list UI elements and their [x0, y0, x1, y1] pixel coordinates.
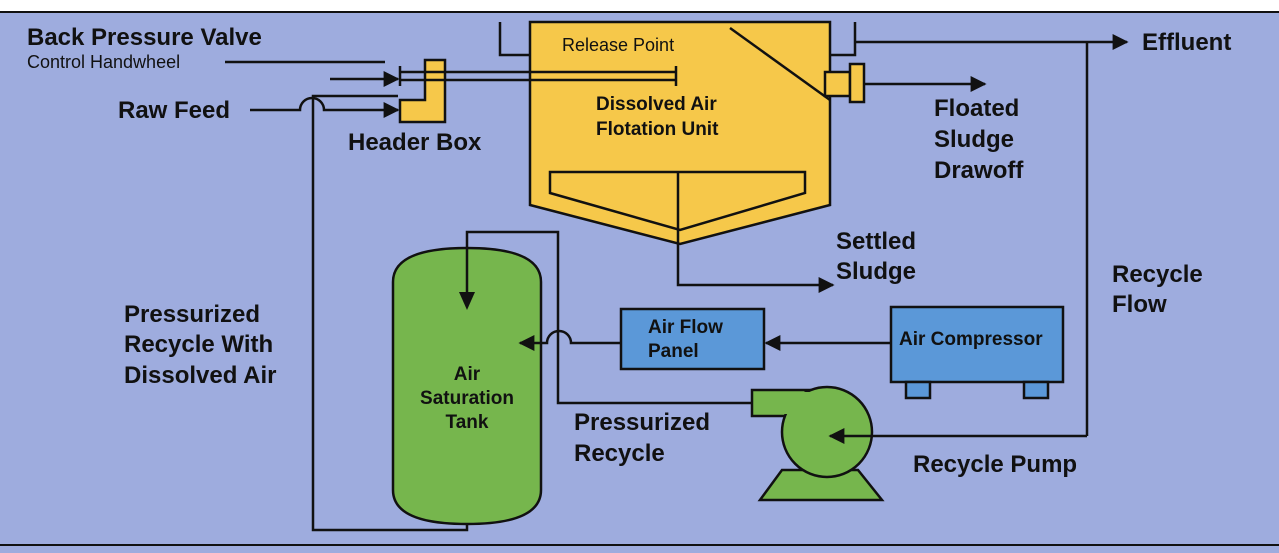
back-pressure-valve-label: Back Pressure Valve	[27, 24, 262, 51]
panel-to-tank-line	[518, 329, 621, 351]
pressurized-recycle-label-line1: Pressurized	[574, 409, 710, 436]
sludge-hopper	[548, 170, 807, 232]
daf-left-rim	[498, 22, 530, 57]
daf-label-line1: Dissolved Air	[596, 94, 717, 115]
floated-sludge-label-line3: Drawoff	[934, 157, 1024, 184]
ast-label-line2: Saturation	[420, 388, 514, 409]
settled-sludge-label-line1: Settled	[836, 228, 916, 255]
header-box-label: Header Box	[348, 129, 482, 156]
daf-right-rim	[830, 22, 857, 57]
effluent-label: Effluent	[1142, 29, 1231, 56]
ast-label-line3: Tank	[446, 412, 489, 433]
air-compressor-label: Air Compressor	[899, 329, 1043, 350]
air-flow-panel-label-line2: Panel	[648, 341, 699, 362]
air-flow-panel-label-line1: Air Flow	[648, 317, 723, 338]
pressurized-recycle-dissolved-air-line	[311, 94, 469, 532]
settled-sludge-line	[676, 172, 835, 293]
header-box	[398, 58, 447, 124]
floated-sludge-label-line1: Floated	[934, 95, 1019, 122]
floated-sludge-label-line2: Sludge	[934, 126, 1014, 153]
control-handwheel-label: Control Handwheel	[27, 52, 180, 72]
recycle-pump-label: Recycle Pump	[913, 451, 1077, 478]
release-point-label: Release Point	[562, 35, 674, 55]
air-flow-panel	[619, 307, 766, 371]
prdr-label-line2: Recycle With	[124, 331, 273, 358]
settled-sludge-label-line2: Sludge	[836, 258, 916, 285]
air-compressor-foot-left	[904, 380, 932, 400]
raw-feed-label: Raw Feed	[118, 97, 230, 124]
recycle-flow-label-line1: Recycle	[1112, 261, 1203, 288]
air-compressor-foot-right	[1022, 380, 1050, 400]
daf-label-line2: Flotation Unit	[596, 119, 719, 140]
floated-sludge-flange	[848, 62, 866, 104]
air-saturation-tank	[391, 246, 543, 526]
floated-sludge-box	[823, 70, 852, 98]
ast-label-line1: Air	[454, 364, 481, 385]
pressurized-recycle-arrowhead	[459, 292, 475, 310]
pressurized-recycle-label-line2: Recycle	[574, 440, 665, 467]
pressurized-recycle-line	[465, 230, 752, 405]
frame-top-border	[0, 0, 1279, 12]
recycle-pump-outlet-cover	[754, 392, 830, 414]
release-point-baffle	[729, 26, 831, 102]
prdr-label-line1: Pressurized	[124, 301, 260, 328]
recycle-flow-label-line2: Flow	[1112, 291, 1167, 318]
dissolved-air-flotation-unit	[528, 20, 832, 246]
prdr-label-line3: Dissolved Air	[124, 362, 277, 389]
air-compressor	[889, 305, 1065, 384]
